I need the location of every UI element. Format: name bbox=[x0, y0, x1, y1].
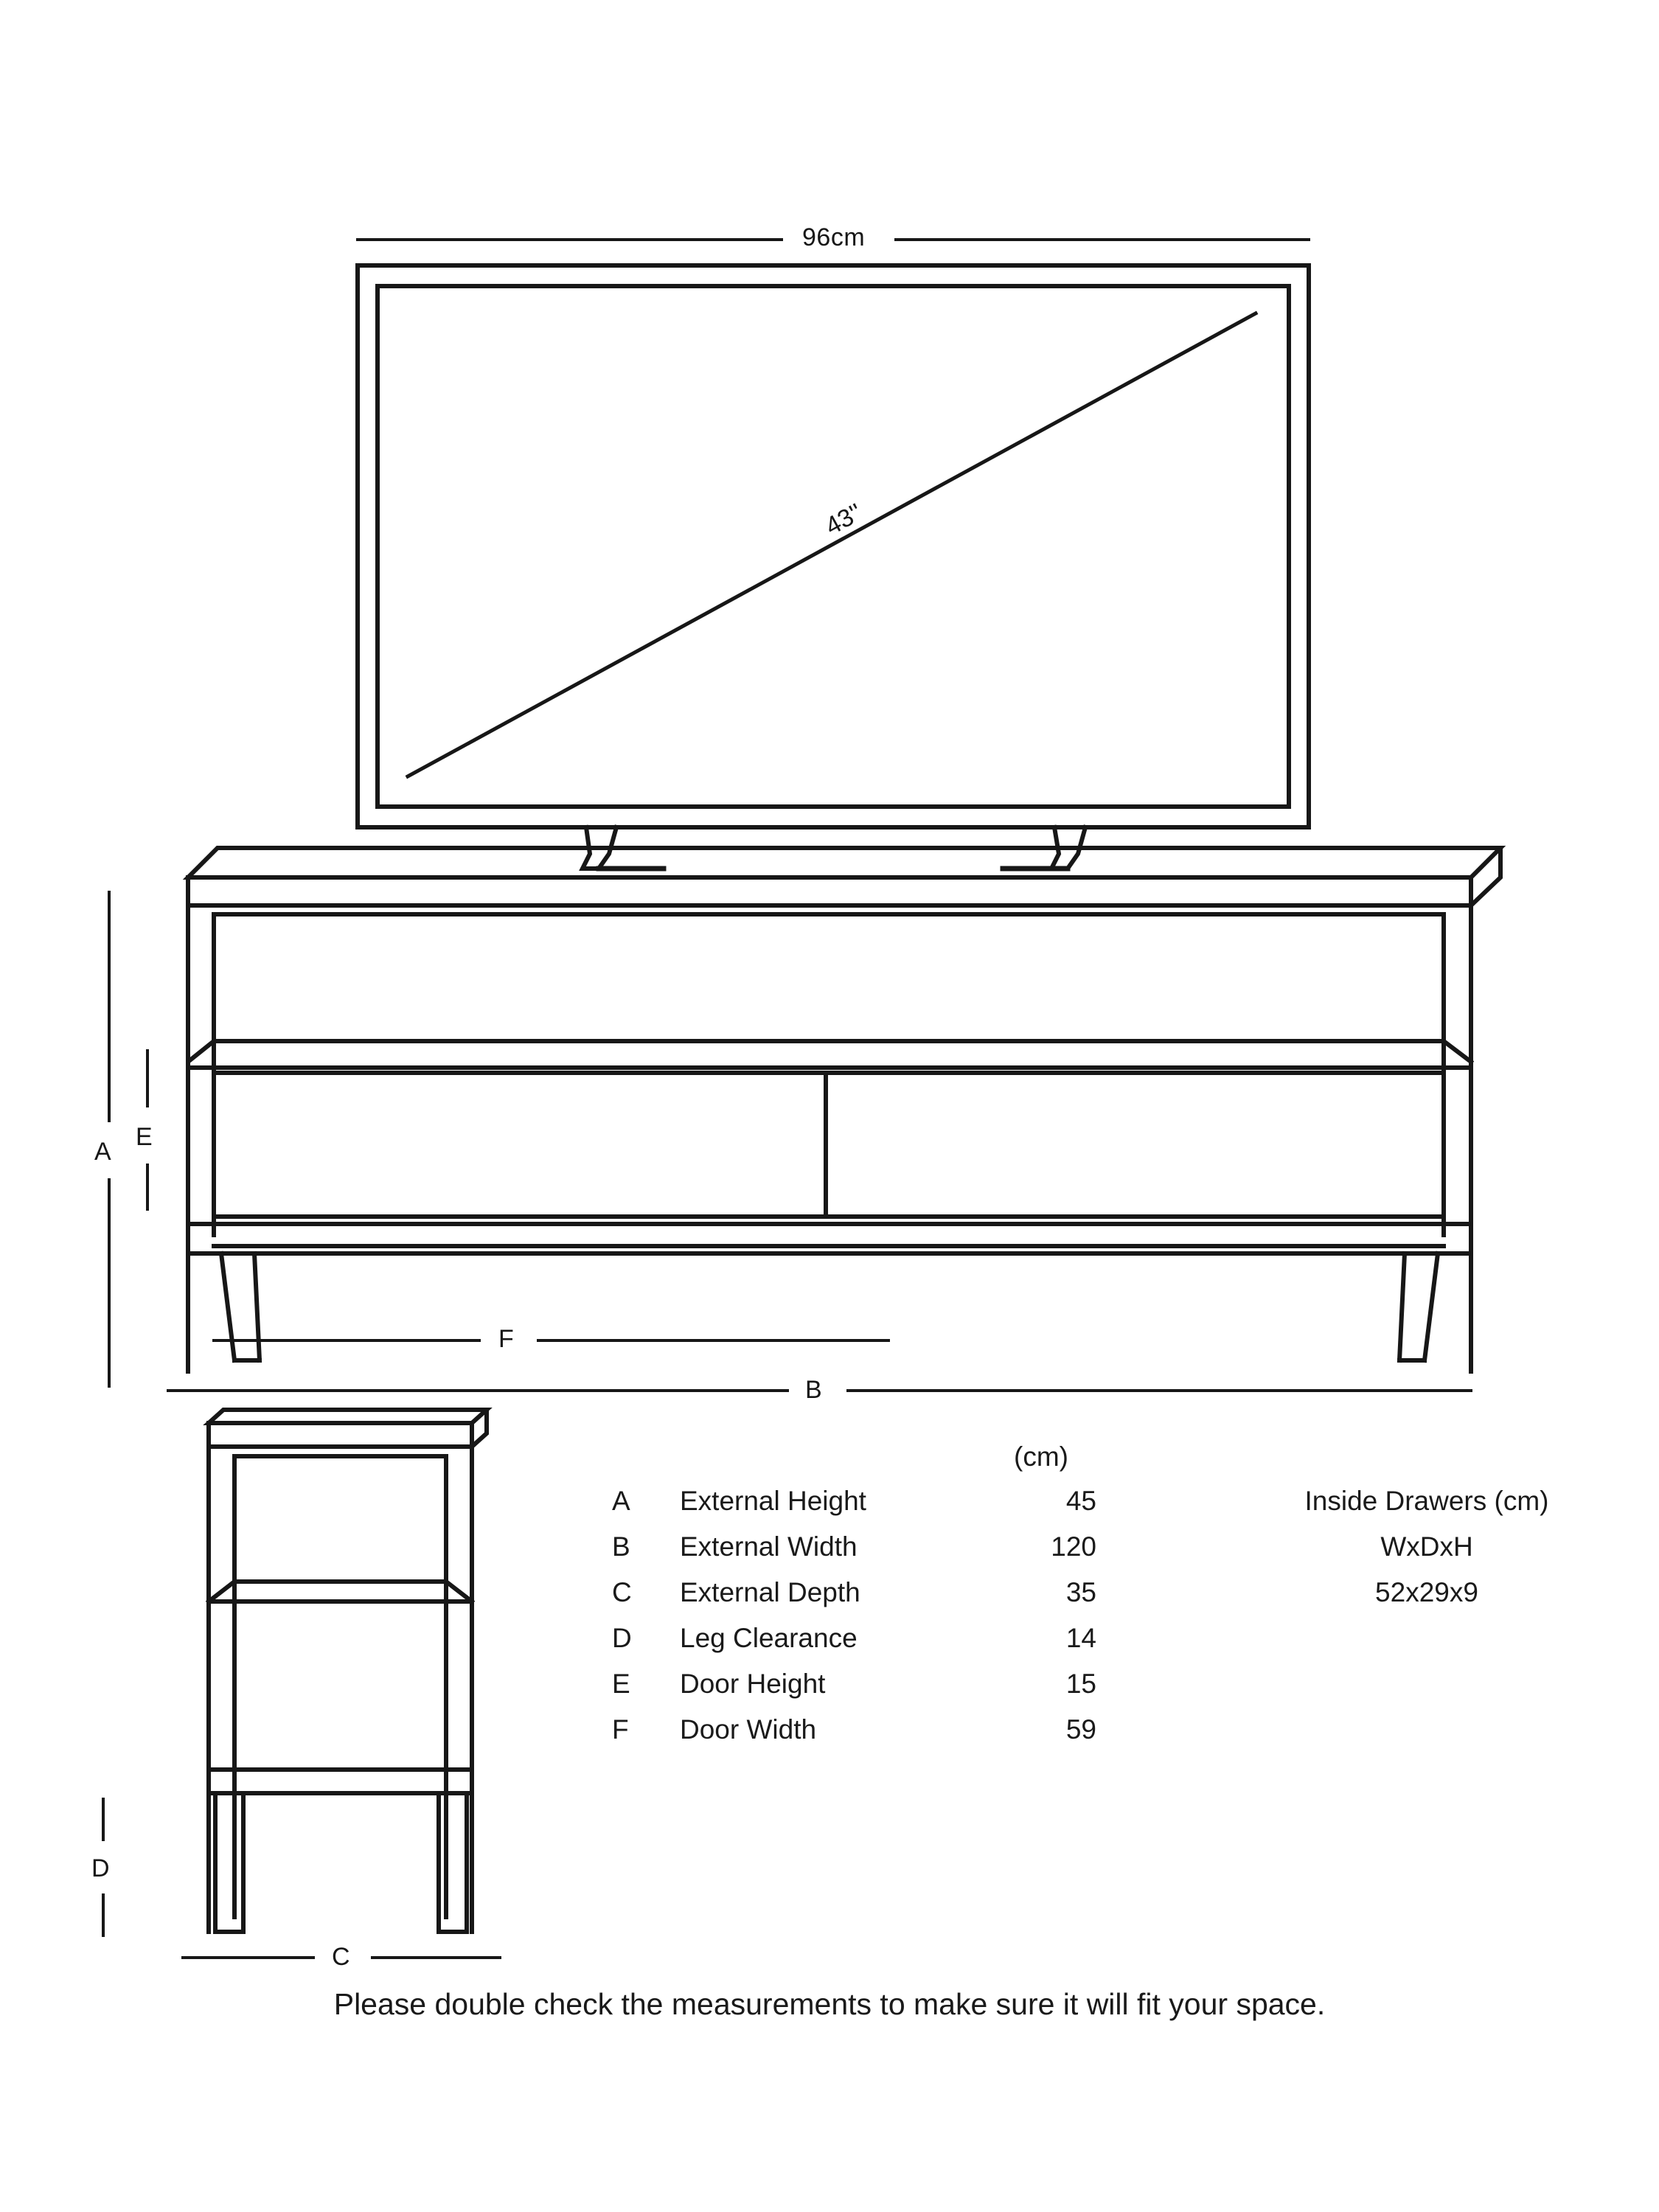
tv-width-label: 96cm bbox=[802, 223, 866, 251]
dimension-letter-e: E bbox=[136, 1123, 153, 1151]
spec-row: F Door Width 59 bbox=[612, 1707, 1096, 1753]
spec-key: B bbox=[612, 1531, 630, 1562]
spec-unit-header: (cm) bbox=[1014, 1441, 1068, 1472]
spec-value: 45 bbox=[1065, 1486, 1096, 1516]
spec-value: 35 bbox=[1065, 1577, 1096, 1607]
dimension-letter-c: C bbox=[332, 1943, 350, 1971]
inside-drawers-block: Inside Drawers (cm) WxDxH 52x29x9 bbox=[1253, 1478, 1600, 1615]
spec-key: F bbox=[612, 1714, 629, 1745]
media-unit-side-view bbox=[203, 1408, 493, 1934]
spec-row: D Leg Clearance 14 bbox=[612, 1615, 1096, 1661]
spec-name: Door Width bbox=[680, 1714, 817, 1745]
dimension-letter-d: D bbox=[91, 1854, 110, 1882]
spec-row: C External Depth 35 bbox=[612, 1570, 1096, 1615]
spec-value: 59 bbox=[1065, 1714, 1096, 1745]
inside-drawers-axes: WxDxH bbox=[1380, 1531, 1473, 1562]
spec-key: E bbox=[612, 1669, 630, 1699]
spec-key: C bbox=[612, 1577, 632, 1607]
spec-value: 15 bbox=[1065, 1669, 1096, 1699]
spec-name: Leg Clearance bbox=[680, 1623, 858, 1653]
spec-key: A bbox=[612, 1486, 630, 1516]
media-unit-front bbox=[182, 846, 1506, 1374]
dimension-letter-b: B bbox=[805, 1376, 822, 1404]
tv-outline bbox=[355, 263, 1311, 872]
spec-row: B External Width 120 bbox=[612, 1524, 1096, 1570]
specification-table: A External Height 45 B External Width 12… bbox=[612, 1478, 1096, 1753]
footnote-text: Please double check the measurements to … bbox=[333, 1987, 1326, 2021]
spec-row: E Door Height 15 bbox=[612, 1661, 1096, 1707]
spec-value: 14 bbox=[1065, 1623, 1096, 1653]
dimension-letter-f: F bbox=[498, 1325, 514, 1353]
inside-drawers-title: Inside Drawers (cm) bbox=[1304, 1486, 1549, 1516]
spec-row: A External Height 45 bbox=[612, 1478, 1096, 1524]
spec-name: External Width bbox=[680, 1531, 858, 1562]
dimension-letter-a: A bbox=[94, 1138, 111, 1166]
spec-value: 120 bbox=[1051, 1531, 1096, 1562]
spec-name: Door Height bbox=[680, 1669, 826, 1699]
spec-name: External Height bbox=[680, 1486, 866, 1516]
spec-name: External Depth bbox=[680, 1577, 860, 1607]
spec-key: D bbox=[612, 1623, 632, 1653]
inside-drawers-value: 52x29x9 bbox=[1375, 1577, 1478, 1607]
